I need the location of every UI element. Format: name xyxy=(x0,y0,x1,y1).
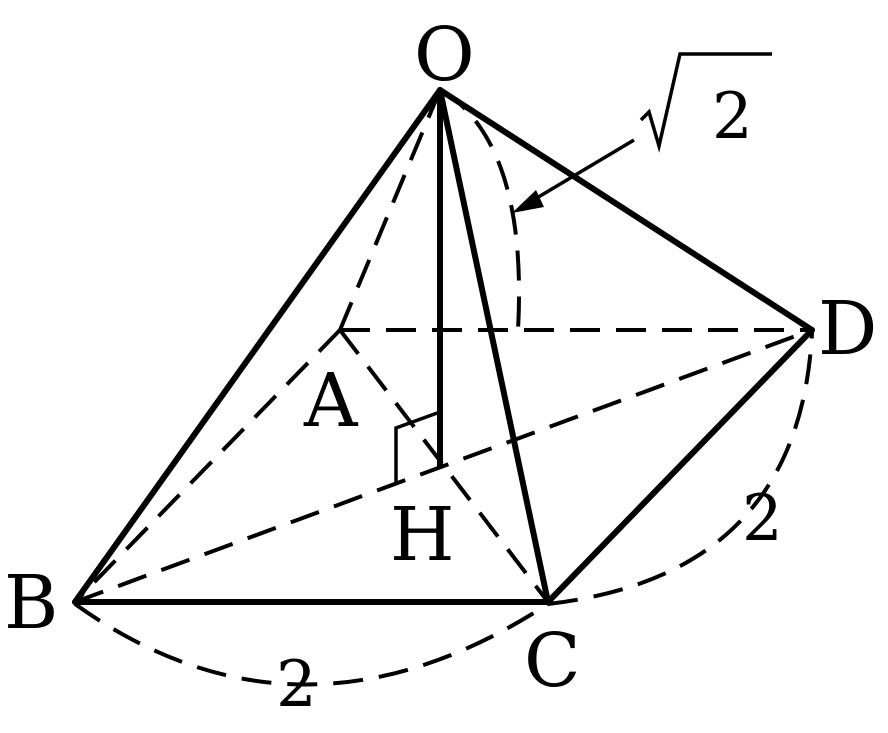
sqrt2-pointer-arrowhead xyxy=(512,190,544,213)
label-C: C xyxy=(524,618,581,704)
edge-CD xyxy=(545,327,815,605)
label-O: O xyxy=(414,12,475,98)
length-label-CD: 2 xyxy=(742,482,783,556)
length-label-BC: 2 xyxy=(276,648,317,722)
label-H: H xyxy=(390,492,455,578)
right-angle-marker xyxy=(394,410,441,484)
sqrt-radical xyxy=(639,52,772,153)
edge-AB xyxy=(73,328,342,604)
label-B: B xyxy=(4,560,58,646)
diagonal-AC xyxy=(338,328,550,604)
diagonal-BD xyxy=(74,328,813,604)
dimension-arc-CD xyxy=(547,331,814,606)
dimension-arc-BC xyxy=(73,602,550,687)
label-D: D xyxy=(818,286,877,372)
sqrt2-value: 2 xyxy=(712,80,753,154)
edge-OC xyxy=(437,87,551,605)
label-A: A xyxy=(303,358,359,444)
edge-OD xyxy=(437,87,815,333)
edge-OB xyxy=(72,87,443,605)
